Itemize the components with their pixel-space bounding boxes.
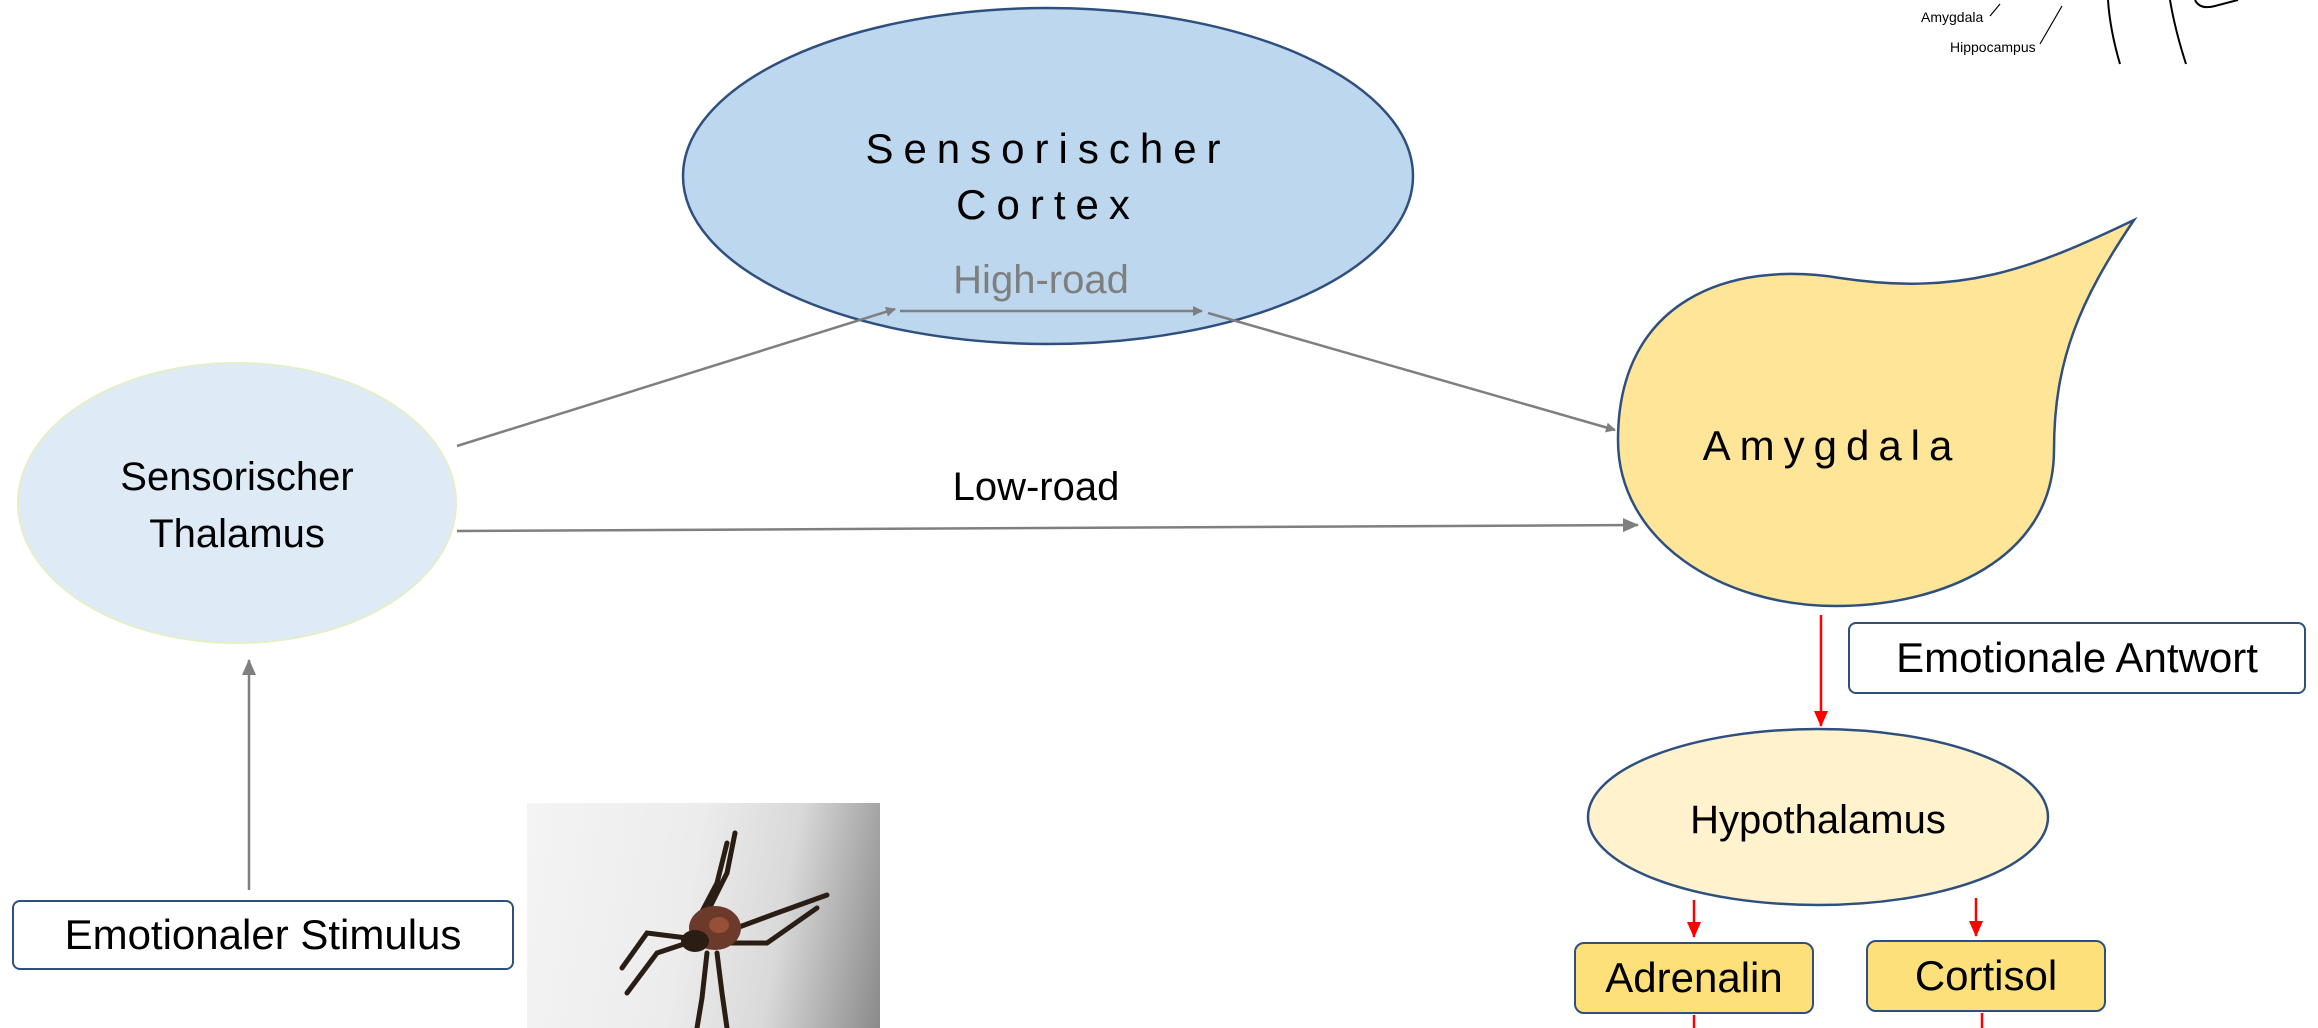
cortisol-label: Cortisol: [1914, 952, 2058, 999]
sensory-thalamus-node: [17, 362, 457, 644]
sensory-cortex-node: [681, 6, 1415, 346]
inset-hippocampus-label: Hippocampus: [1950, 39, 2036, 55]
cortisol-box: Cortisol: [1866, 940, 2106, 1012]
spider-head: [681, 930, 709, 952]
spider-photo: [527, 803, 880, 1028]
amygdala-label: Amygdala: [1703, 422, 1962, 469]
adrenalin-label: Adrenalin: [1605, 954, 1783, 1001]
sensory-thalamus-label-line2: Thalamus: [149, 512, 325, 556]
adrenalin-box: Adrenalin: [1574, 942, 1814, 1014]
low-road-label: Low-road: [953, 465, 1120, 509]
low-road-arrow: [456, 518, 1639, 533]
hypothalamus-node: [1586, 727, 2050, 907]
high-road-arrow-to-amygdala: [1207, 311, 1616, 433]
inset-brain-sketch: Amygdala Hippocampus: [1921, 0, 2239, 65]
high-road-arrow-to-cortex: [456, 306, 896, 448]
amygdala-node: [1616, 216, 2138, 608]
emotional-stimulus-label: Emotionaler Stimulus: [64, 911, 462, 958]
inset-amygdala-label: Amygdala: [1921, 9, 1983, 25]
emotional-stimulus-box: Emotionaler Stimulus: [12, 900, 514, 970]
sensory-thalamus-label-line1: Sensorischer: [120, 455, 353, 499]
emotional-response-label: Emotionale Antwort: [1896, 634, 2258, 681]
spider-illustration: [619, 830, 830, 1028]
emotional-response-box: Emotionale Antwort: [1848, 622, 2306, 694]
hypothalamus-label: Hypothalamus: [1690, 798, 1946, 842]
high-road-label: High-road: [953, 258, 1129, 302]
sensory-cortex-label-line2: Cortex: [956, 181, 1140, 228]
sensory-cortex-label-line1: Sensorischer: [865, 125, 1230, 172]
